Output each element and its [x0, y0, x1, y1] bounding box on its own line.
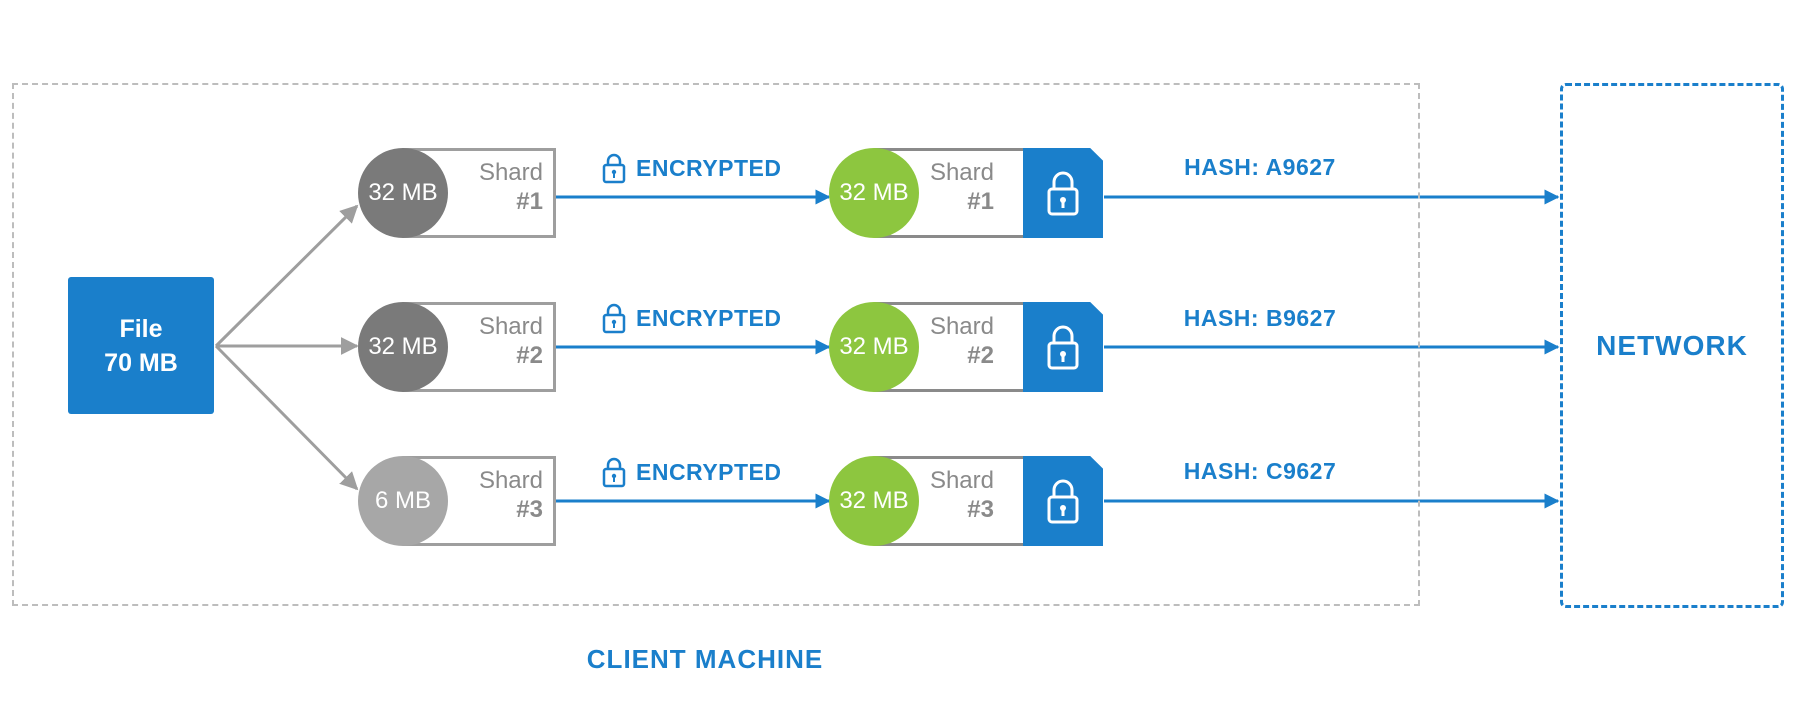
lock-icon [602, 303, 626, 334]
lock-block [1023, 456, 1103, 546]
encrypted-text: ENCRYPTED [636, 154, 782, 181]
lock-block [1023, 148, 1103, 238]
encrypted-label-2: ENCRYPTED [602, 302, 782, 334]
lock-icon [602, 153, 626, 184]
lock-icon [1047, 171, 1079, 216]
encrypted-text: ENCRYPTED [636, 304, 782, 331]
shard-number: #1 [516, 188, 543, 215]
file-title: File [119, 314, 163, 343]
shard-size-circle: 32 MB [358, 302, 448, 392]
file-size: 70 MB [104, 348, 178, 377]
shard-name: Shard [478, 467, 543, 494]
split-arrow-3 [214, 344, 359, 491]
split-arrow-1 [214, 204, 359, 348]
encrypted-text: ENCRYPTED [636, 458, 782, 485]
encrypted-label-3: ENCRYPTED [602, 456, 782, 488]
shard-name: Shard [478, 313, 543, 340]
lock-block [1023, 302, 1103, 392]
shard-number: #1 [967, 188, 994, 215]
lock-icon [1047, 325, 1079, 370]
hash-label-3: HASH: C9627 [1183, 458, 1337, 484]
shard-number: #2 [967, 342, 994, 369]
file-node: File 70 MB [68, 277, 214, 414]
shard-name: Shard [929, 313, 994, 340]
client-machine-boundary [12, 83, 1420, 606]
hash-label-2: HASH: B9627 [1183, 305, 1337, 331]
encrypted-size-circle: 32 MB [829, 456, 919, 546]
shard-name: Shard [929, 159, 994, 186]
encrypted-size-circle: 32 MB [829, 302, 919, 392]
network-boundary: NETWORK [1560, 83, 1784, 608]
shard-name: Shard [929, 467, 994, 494]
hash-label-1: HASH: A9627 [1184, 154, 1336, 180]
encrypted-size-circle: 32 MB [829, 148, 919, 238]
shard-size-circle: 32 MB [358, 148, 448, 238]
encrypted-label-1: ENCRYPTED [602, 152, 782, 184]
shard-number: #3 [516, 496, 543, 523]
network-label: NETWORK [1596, 329, 1748, 361]
shard-number: #2 [516, 342, 543, 369]
shard-number: #3 [967, 496, 994, 523]
lock-icon [602, 457, 626, 488]
lock-icon [1047, 479, 1079, 524]
client-machine-label: CLIENT MACHINE [586, 644, 824, 674]
shard-size-circle: 6 MB [358, 456, 448, 546]
shard-name: Shard [478, 159, 543, 186]
